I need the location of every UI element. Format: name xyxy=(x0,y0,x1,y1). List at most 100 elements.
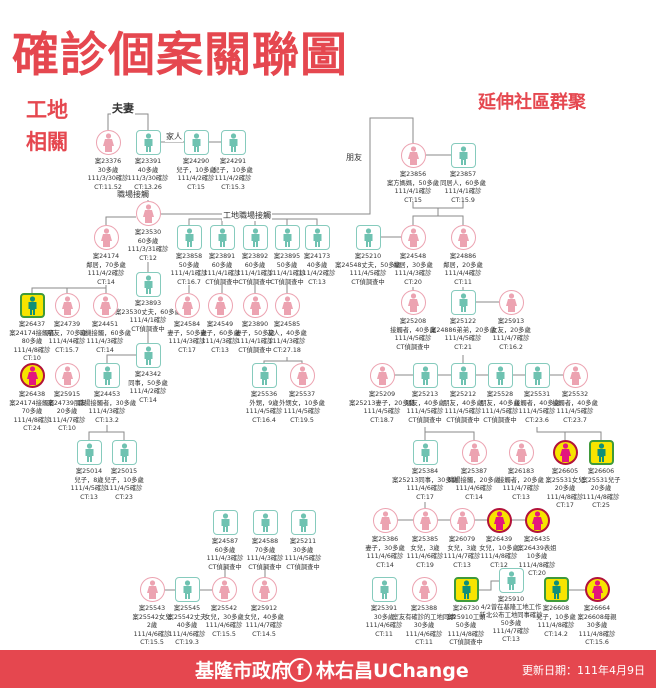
male-person-icon xyxy=(135,343,161,368)
case-id: 案25388 xyxy=(410,605,438,612)
case-detail: 111/4/2確診 xyxy=(298,270,336,278)
case-detail: CT偵調查中 xyxy=(270,278,304,286)
case-id: 案24453 xyxy=(93,391,121,398)
case-id: 案26438 xyxy=(18,391,46,398)
case-detail: CT偵調查中 xyxy=(286,563,320,571)
case-detail: 111/4/5確診 xyxy=(444,408,482,416)
case-id: 案25910 xyxy=(497,596,525,603)
case-detail: CT偵調查中 xyxy=(131,325,165,333)
case-detail: 111/4/1確診 xyxy=(170,270,208,278)
female-person-icon xyxy=(411,577,437,602)
case-detail: 111/3/30確診 xyxy=(87,175,129,183)
case-detail: 111/4/7確診 xyxy=(48,416,86,424)
male-person-icon xyxy=(19,293,45,318)
female-person-icon xyxy=(372,508,398,533)
case-detail: 40多歲 xyxy=(306,261,328,269)
case-detail: 111/4/3確診 xyxy=(86,338,124,346)
male-person-icon xyxy=(371,577,397,602)
case-detail: 接觸者，40多歲 xyxy=(552,399,598,407)
female-person-icon xyxy=(508,440,534,465)
case-detail: 111/4/3確診 xyxy=(246,555,284,563)
female-person-icon xyxy=(54,363,80,388)
case-detail: 70多歲 xyxy=(254,546,276,554)
case-detail: 女兒，10多歲 xyxy=(479,544,519,552)
male-person-icon xyxy=(524,363,550,388)
male-person-icon xyxy=(453,577,479,602)
update-date: 更新日期：111年4月9日 xyxy=(522,664,645,677)
case-detail: 案24548丈夫，50多歲 xyxy=(335,261,401,269)
case-id: 案24290 xyxy=(182,158,210,165)
female-person-icon xyxy=(274,293,300,318)
female-person-icon xyxy=(400,143,426,168)
case-detail: 妻子，60多歲 xyxy=(200,329,240,337)
case-detail: 111/4/1確診 xyxy=(444,188,482,196)
female-person-icon xyxy=(93,225,119,250)
case-detail: 40多歲 xyxy=(137,166,159,174)
case-detail: 111/4/3確診 xyxy=(268,338,306,346)
case-detail: 111/4/6確診 xyxy=(365,622,403,630)
female-person-icon xyxy=(450,225,476,250)
case-detail: CT:16.7 xyxy=(177,278,201,286)
case-id: 案25208 xyxy=(399,318,427,325)
male-person-icon xyxy=(412,363,438,388)
case-detail: 111/4/8確診 xyxy=(480,553,518,561)
male-person-icon xyxy=(274,225,300,250)
case-detail: CT:14.2 xyxy=(544,630,568,638)
male-person-icon xyxy=(220,130,246,155)
case-detail: 60多歲 xyxy=(211,261,233,269)
case-detail: CT:15.7 xyxy=(55,346,79,354)
case-detail: CT:27.18 xyxy=(273,346,301,354)
footer-page-name: 林右昌UChange xyxy=(316,660,469,682)
case-detail: CT:14 xyxy=(96,346,114,354)
case-detail: 111/4/2確診 xyxy=(129,388,167,396)
male-person-icon xyxy=(588,440,614,465)
site-label-1: 工地 xyxy=(26,98,68,122)
female-person-icon xyxy=(412,508,438,533)
case-detail: CT:15 xyxy=(187,183,205,191)
female-person-icon xyxy=(135,201,161,226)
case-id: 案24173 xyxy=(303,253,331,260)
case-detail: CT:13.26 xyxy=(134,183,162,191)
case-detail: 111/4/4確診 xyxy=(444,270,482,278)
case-detail: 60多歲 xyxy=(244,261,266,269)
female-person-icon xyxy=(19,363,45,388)
case-id: 案24585 xyxy=(273,321,301,328)
case-detail: 職場接觸者，30多歲 xyxy=(77,399,137,407)
case-id: 案23890 xyxy=(241,321,269,328)
site-label-2: 相關 xyxy=(26,130,68,154)
female-person-icon xyxy=(251,577,277,602)
male-person-icon xyxy=(252,510,278,535)
case-id: 案24584 xyxy=(173,321,201,328)
case-detail: CT:17 xyxy=(556,502,574,510)
case-id: 案24291 xyxy=(219,158,247,165)
case-detail: 111/4/6確診 xyxy=(406,485,444,493)
case-detail: 111/4/6確診 xyxy=(133,630,171,638)
case-detail: 111/4/6確診 xyxy=(205,622,243,630)
case-detail: CT偵調查中 xyxy=(351,278,385,286)
case-detail: 同事，50多歲 xyxy=(128,379,168,387)
case-detail: 案25542女兒 xyxy=(132,613,172,621)
male-person-icon xyxy=(135,130,161,155)
